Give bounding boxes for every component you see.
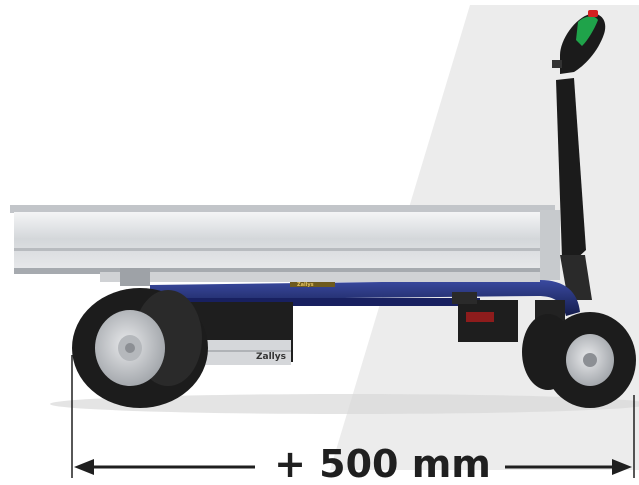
grip-red-button (588, 10, 598, 17)
dimension-label: + 500 mm (274, 442, 491, 485)
ground-shadow (50, 394, 639, 414)
dimension-right-arrowhead (612, 459, 632, 475)
dimension-indicator (71, 355, 635, 478)
loading-bed (10, 205, 560, 286)
rear-wheel (72, 288, 208, 408)
front-wheel (522, 312, 636, 408)
frame-label: Zallys (297, 282, 314, 288)
grip-green-button (576, 16, 598, 46)
brand-label: Zallys (256, 352, 286, 362)
dimension-left-arrowhead (74, 459, 94, 475)
